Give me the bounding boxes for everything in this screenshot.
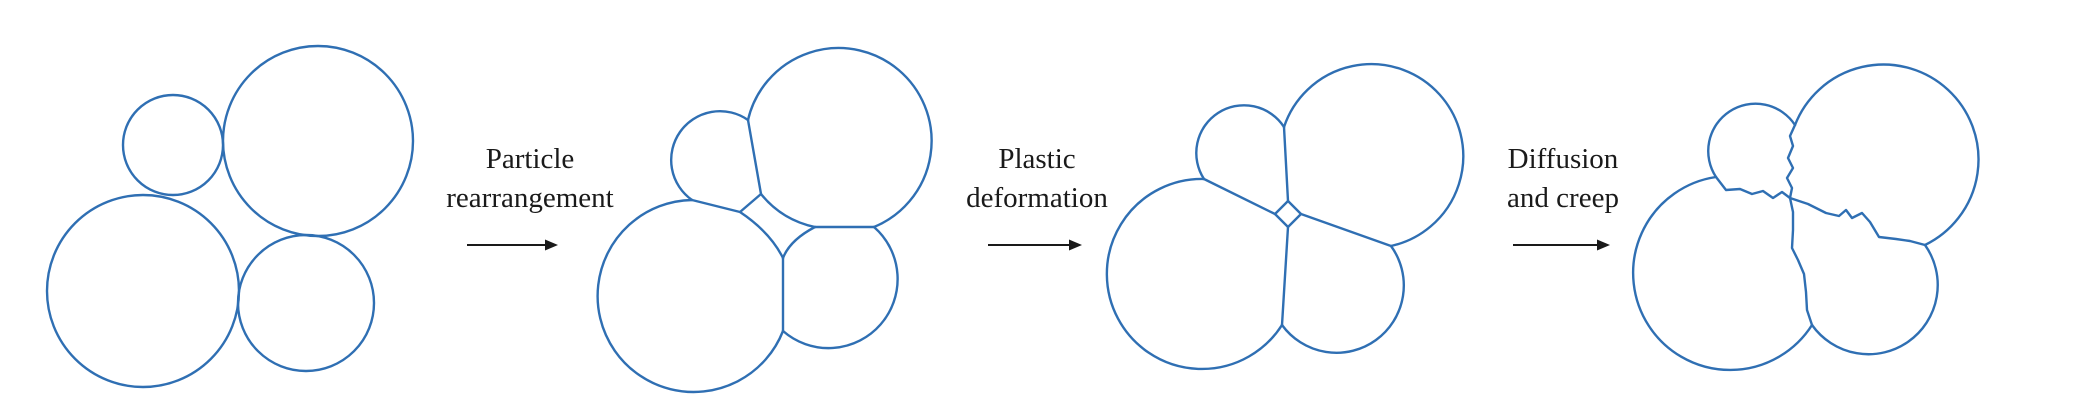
medium-particle [236,233,376,373]
grain-boundary-right [1299,212,1393,248]
large-particle-top [221,44,415,238]
small-particle [121,93,225,197]
small-particle-outline [1707,102,1797,179]
arrow-particle-rearrangement: Particle rearrangement [446,143,614,251]
arrow-label-line-2: rearrangement [446,182,613,214]
stage-rearranged-particles [596,46,933,394]
large-particle-bottom-outline [596,198,785,394]
large-particle-bottom-outline [1631,175,1814,372]
stage-deformed-particles [1105,62,1465,371]
arrow-label-line-1: Plastic [998,143,1075,175]
medium-particle-outline [1280,244,1405,354]
large-particle-top-outline [1793,63,1980,247]
large-particle-top-outline [746,46,933,229]
grain-boundary-left-irregular [1714,175,1792,200]
medium-particle-outline [781,225,899,350]
large-particle-bottom [45,193,241,389]
grain-boundary-right-irregular [1788,196,1927,247]
large-particle-bottom-outline [1105,177,1284,371]
arrow-head [1597,239,1610,251]
stage-initial-particles [45,44,415,389]
grain-boundary-network [690,118,763,214]
grain-boundary-left [1202,177,1277,216]
neck-right [781,225,817,260]
pore-diamond [1273,199,1303,229]
small-particle-outline [1195,104,1286,181]
arrow-label-line-1: Diffusion [1508,143,1619,175]
arrow-label-line-2: deformation [966,182,1108,214]
arrow-diffusion-and-creep: Diffusion and creep [1507,143,1619,251]
arrow-plastic-deformation: Plastic deformation [966,143,1108,251]
small-particle-outline [669,109,750,202]
neck-left [738,210,785,260]
arrow-head [1069,239,1082,251]
grain-boundary-top [1282,125,1290,203]
grain-boundary-bottom [1280,225,1290,327]
grain-boundary-top-irregular [1785,123,1797,200]
large-particle-top-outline [1282,62,1465,248]
medium-particle-outline [1810,243,1939,356]
stage-diffused-particles [1631,63,1980,372]
arrow-label-line-1: Particle [486,143,575,175]
arrow-head [545,239,558,251]
grain-boundary-bottom-irregular [1788,196,1814,327]
arrow-label-line-2: and creep [1507,182,1619,214]
neck-top [759,192,817,229]
